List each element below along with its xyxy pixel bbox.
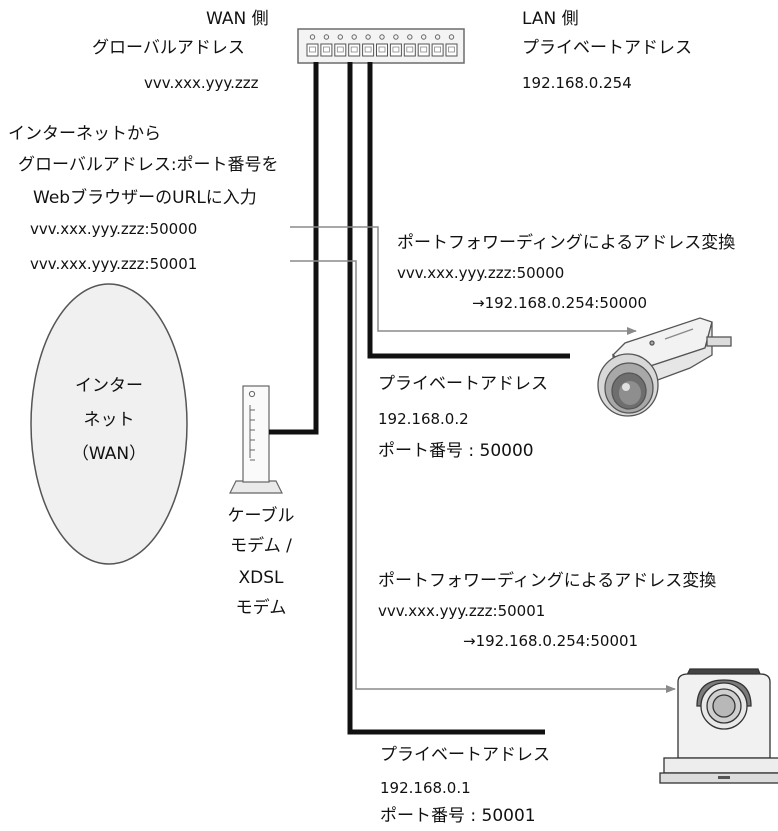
lan-side-title: LAN 側 bbox=[522, 9, 579, 29]
ethernet-port-icon bbox=[320, 43, 333, 57]
ethernet-port-icon bbox=[417, 43, 430, 57]
port-socket-icon bbox=[350, 46, 358, 53]
camera2-ip: 192.168.0.1 bbox=[380, 779, 471, 797]
forward2-from: vvv.xxx.yyy.zzz:50001 bbox=[378, 602, 546, 620]
ethernet-port-icon bbox=[445, 43, 458, 57]
forward1-title: ポートフォワーディングによるアドレス変換 bbox=[397, 233, 736, 253]
modem-label-line2: モデム / bbox=[230, 536, 292, 556]
ethernet-port-icon bbox=[306, 43, 319, 57]
port-led-icon bbox=[365, 34, 371, 40]
internet-note-line1: インターネットから bbox=[8, 124, 161, 144]
lan-cable-camera2 bbox=[347, 62, 545, 735]
modem-icon bbox=[229, 385, 283, 494]
port-led-icon bbox=[323, 34, 330, 40]
internet-label-line3: （WAN） bbox=[71, 444, 147, 464]
camera1-address-label: プライベートアドレス bbox=[378, 374, 548, 394]
lan-cable-camera1 bbox=[367, 62, 570, 359]
wan-address-label: グローバルアドレス bbox=[92, 38, 245, 58]
port-led-icon bbox=[448, 34, 455, 40]
internet-note-line2: グローバルアドレス:ポート番号を bbox=[18, 155, 279, 175]
lan-private-address: 192.168.0.254 bbox=[522, 74, 632, 92]
lan-address-label: プライベートアドレス bbox=[522, 38, 692, 58]
port-led-icon bbox=[351, 34, 357, 40]
ethernet-port-icon bbox=[389, 43, 402, 57]
internet-label-line1: インター bbox=[75, 376, 143, 396]
port-socket-icon bbox=[434, 46, 442, 53]
forward-arrow-50001 bbox=[290, 260, 676, 693]
ethernet-port-icon bbox=[362, 43, 375, 57]
internet-cloud-icon bbox=[30, 283, 188, 565]
port-led-icon bbox=[434, 34, 441, 40]
port-led-icon bbox=[393, 34, 399, 40]
url-50001: vvv.xxx.yyy.zzz:50001 bbox=[30, 255, 198, 273]
port-socket-icon bbox=[448, 46, 455, 53]
url-50000: vvv.xxx.yyy.zzz:50000 bbox=[30, 220, 198, 238]
ethernet-port-icon bbox=[334, 43, 347, 57]
modem-label-line1: ケーブル bbox=[227, 506, 295, 526]
ethernet-port-icon bbox=[403, 43, 416, 57]
ethernet-port-icon bbox=[348, 43, 361, 57]
modem-label-line4: モデム bbox=[235, 598, 287, 618]
wan-side-title: WAN 側 bbox=[206, 9, 269, 29]
port-led-icon bbox=[337, 34, 343, 40]
forward-arrow-50000 bbox=[290, 226, 637, 335]
port-led-icon bbox=[407, 34, 413, 40]
port-led-icon bbox=[309, 34, 316, 40]
modem-label-line3: XDSL bbox=[238, 568, 284, 588]
port-socket-icon bbox=[309, 46, 316, 53]
port-socket-icon bbox=[406, 46, 414, 53]
camera1-ip: 192.168.0.2 bbox=[378, 410, 469, 428]
port-led-icon bbox=[421, 34, 427, 40]
forward2-to: →192.168.0.254:50001 bbox=[463, 632, 639, 650]
port-socket-icon bbox=[420, 46, 428, 53]
ethernet-port-icon bbox=[376, 43, 388, 57]
port-socket-icon bbox=[336, 46, 344, 53]
port-led-icon bbox=[379, 34, 385, 40]
forward2-title: ポートフォワーディングによるアドレス変換 bbox=[378, 571, 717, 591]
forward1-to: →192.168.0.254:50000 bbox=[472, 294, 648, 312]
ethernet-port-icon bbox=[431, 43, 444, 57]
forward1-from: vvv.xxx.yyy.zzz:50000 bbox=[397, 264, 565, 282]
port-socket-icon bbox=[392, 46, 400, 53]
wan-cable bbox=[269, 62, 319, 435]
camera2-address-label: プライベートアドレス bbox=[380, 745, 550, 765]
forwarding-arrows bbox=[290, 226, 676, 693]
camera1-port: ポート番号 : 50000 bbox=[378, 441, 534, 461]
ethernet-cables bbox=[269, 62, 570, 735]
port-socket-icon bbox=[322, 46, 330, 53]
ptz-camera-icon bbox=[659, 668, 778, 784]
port-socket-icon bbox=[364, 46, 372, 53]
camera2-port: ポート番号 : 50001 bbox=[380, 806, 536, 826]
router-icon bbox=[297, 28, 465, 64]
internet-label-line2: ネット bbox=[83, 410, 135, 430]
box-camera-icon bbox=[597, 317, 732, 417]
port-socket-icon bbox=[378, 46, 386, 53]
wan-global-address: vvv.xxx.yyy.zzz bbox=[144, 74, 259, 92]
internet-note-line3: WebブラウザーのURLに入力 bbox=[33, 188, 257, 208]
